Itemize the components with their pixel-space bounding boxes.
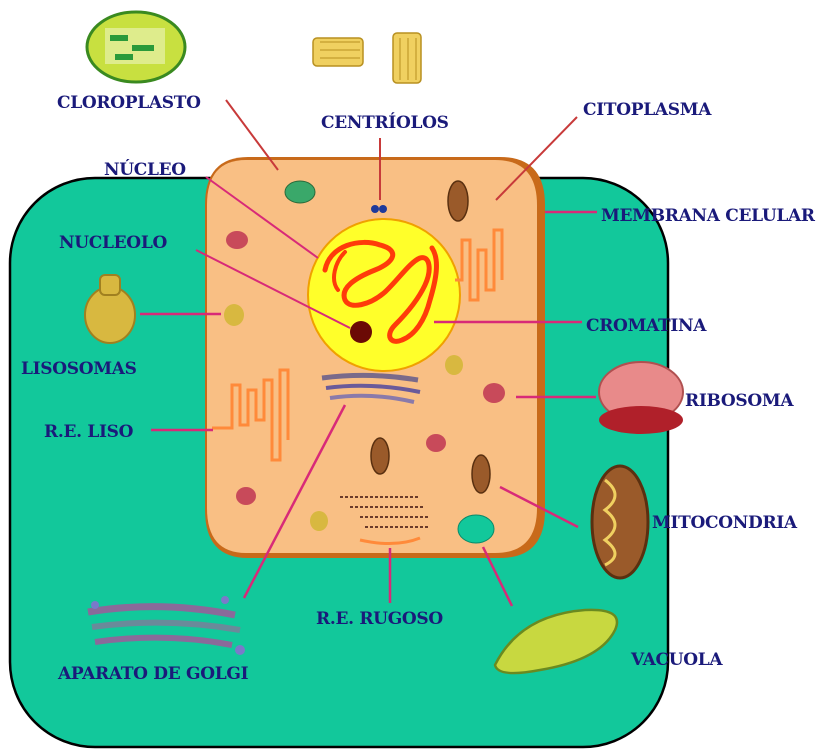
label-golgi: APARATO DE GOLGI (57, 664, 249, 684)
chloroplast-small (285, 181, 315, 203)
vacuole-small (458, 515, 494, 543)
mitochondria-small-2 (371, 438, 389, 474)
centrioles-illustration (313, 33, 421, 83)
label-re-liso: R.E. LISO (44, 422, 134, 442)
mitochondria-small-1 (448, 181, 468, 221)
lysosome-small-3 (310, 511, 328, 531)
lysosome-small-1 (224, 304, 244, 326)
label-vacuola: VACUOLA (630, 650, 723, 670)
label-nucleo: NÚCLEO (104, 159, 186, 180)
label-membrana: MEMBRANA CELULAR (601, 206, 816, 226)
label-lisosomas: LISOSOMAS (21, 359, 137, 379)
label-citoplasma: CITOPLASMA (583, 100, 712, 120)
label-nucleolo: NUCLEOLO (59, 233, 167, 253)
label-ribosoma: RIBOSOMA (685, 391, 794, 411)
label-re-rugoso: R.E. RUGOSO (316, 609, 443, 629)
chloroplast-illustration (87, 12, 185, 82)
label-cloroplasto: CLOROPLASTO (57, 93, 201, 113)
ribosome-small-2 (483, 383, 505, 403)
centriole-marker (371, 205, 379, 213)
mitochondria-illustration (592, 466, 648, 578)
mitochondria-small-3 (472, 455, 490, 493)
ribosome-small-4 (236, 487, 256, 505)
ribosome-illustration (599, 362, 683, 434)
ribosome-small-1 (226, 231, 248, 249)
label-mitocondria: MITOCONDRIA (652, 513, 798, 533)
centriole-marker-2 (379, 205, 387, 213)
label-cromatina: CROMATINA (586, 316, 707, 336)
lysosome-small-2 (445, 355, 463, 375)
label-centriolos: CENTRÍOLOS (321, 112, 449, 133)
nucleolus (350, 321, 372, 343)
ribosome-small-3 (426, 434, 446, 452)
